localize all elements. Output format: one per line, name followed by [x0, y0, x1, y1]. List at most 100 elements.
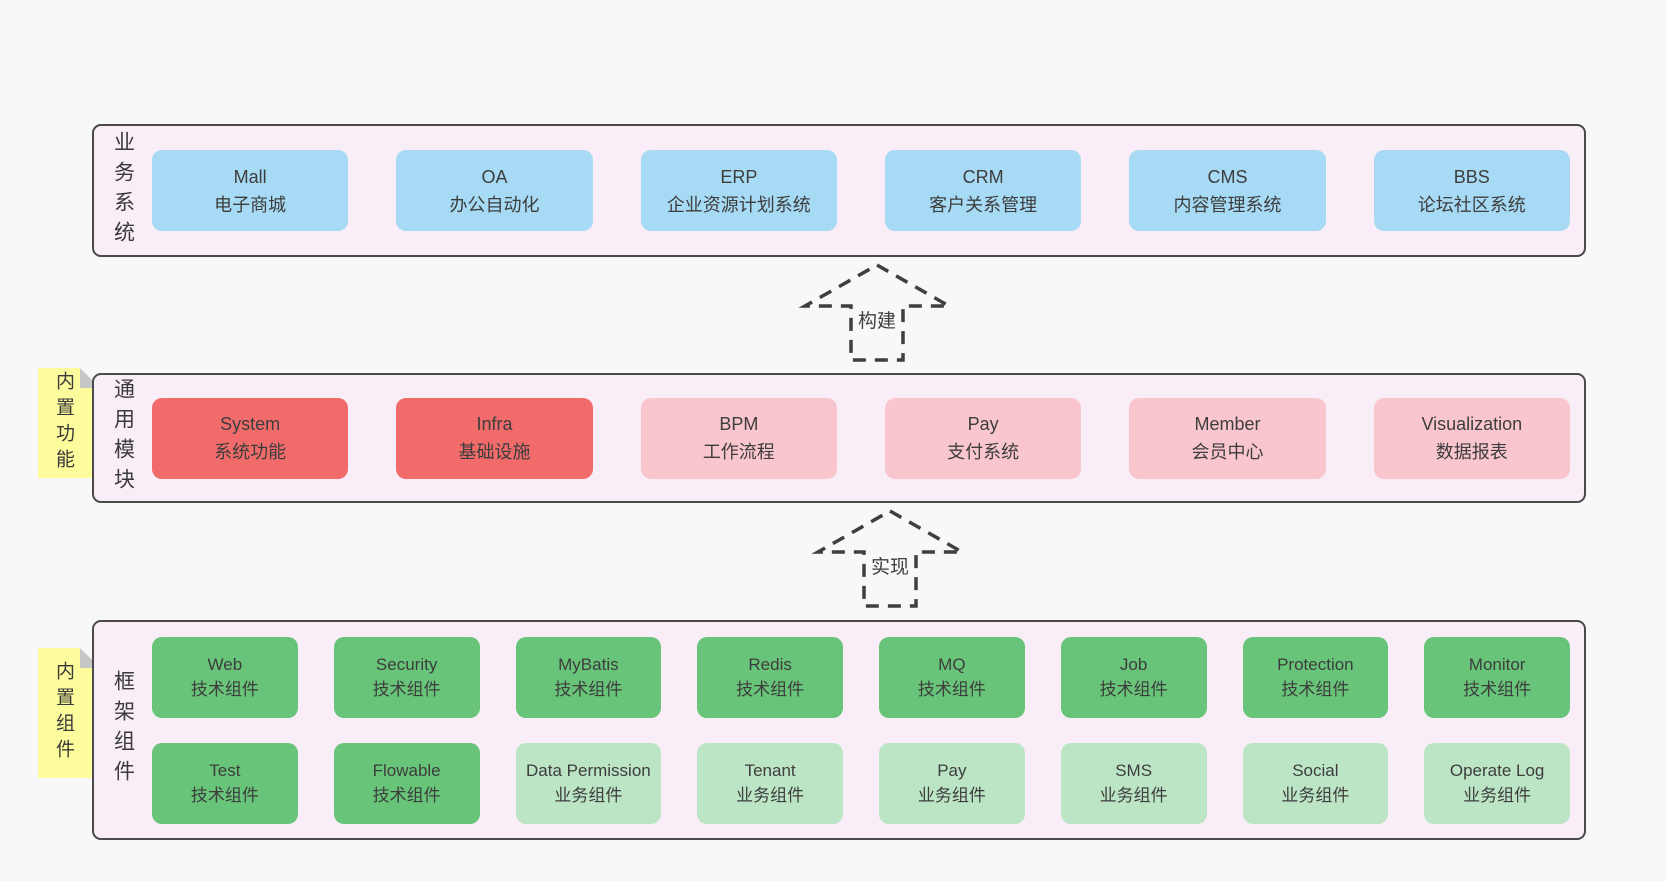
component-box: Redis 技术组件 [697, 636, 843, 718]
component-desc: 技术组件 [736, 680, 805, 699]
component-desc: 技术组件 [1463, 680, 1532, 699]
component-name: MyBatis [558, 655, 619, 674]
component-desc: 工作流程 [702, 442, 775, 462]
component-name: BBS [1453, 166, 1490, 187]
component-name: CMS [1207, 166, 1248, 187]
box-row: Web 技术组件 Security 技术组件 MyBatis 技术组件 Redi… [152, 636, 1570, 718]
component-name: Redis [748, 655, 792, 674]
section-common-modules: 通用模块 System 系统功能 Infra 基础设施 BPM 工作流程 Pay… [92, 373, 1586, 503]
component-desc: 业务组件 [1281, 786, 1350, 805]
component-name: Data Permission [526, 761, 651, 780]
component-name: SMS [1115, 761, 1153, 780]
component-box: Tenant 业务组件 [697, 742, 843, 824]
component-box: CRM 客户关系管理 [884, 150, 1082, 231]
component-name: Protection [1277, 655, 1354, 674]
component-box: Data Permission 业务组件 [515, 742, 662, 824]
dashed-up-arrow-icon [811, 508, 969, 608]
arrow-label: 实现 [866, 550, 914, 581]
component-box: Flowable 技术组件 [333, 742, 480, 824]
component-name: Flowable [372, 761, 441, 780]
component-desc: 会员中心 [1191, 442, 1264, 462]
component-desc: 基础设施 [458, 442, 531, 462]
section-boxes: Web 技术组件 Security 技术组件 MyBatis 技术组件 Redi… [152, 622, 1584, 838]
component-name: Web [207, 655, 243, 674]
component-box: System 系统功能 [152, 397, 349, 479]
component-box: Infra 基础设施 [396, 397, 593, 479]
component-desc: 电子商城 [214, 194, 287, 215]
component-box: Web 技术组件 [152, 636, 298, 718]
component-box: Test 技术组件 [152, 742, 298, 824]
component-name: Member [1194, 414, 1261, 434]
component-name: Tenant [744, 761, 796, 780]
component-desc: 内容管理系统 [1173, 194, 1282, 215]
component-name: Test [209, 761, 241, 780]
component-box: Social 业务组件 [1242, 742, 1389, 824]
component-box: Visualization 数据报表 [1373, 397, 1570, 479]
section-boxes: Mall 电子商城 OA 办公自动化 ERP 企业资源计划系统 CRM 客户关系… [152, 126, 1584, 255]
section-label: 框架组件 [111, 670, 135, 790]
arrow-build-up: 构建 [797, 260, 957, 364]
component-desc: 技术组件 [917, 680, 986, 699]
component-desc: 业务组件 [917, 786, 986, 805]
component-name: Visualization [1421, 414, 1523, 434]
component-desc: 论坛社区系统 [1417, 194, 1526, 215]
component-desc: 数据报表 [1435, 442, 1508, 462]
section-boxes: System 系统功能 Infra 基础设施 BPM 工作流程 Pay 支付系统… [152, 375, 1584, 501]
component-desc: 技术组件 [372, 786, 441, 805]
component-desc: 业务组件 [1099, 786, 1168, 805]
component-box: Mall 电子商城 [152, 150, 349, 231]
component-desc: 办公自动化 [449, 194, 540, 215]
component-box: MyBatis 技术组件 [515, 636, 662, 718]
component-box: MQ 技术组件 [879, 636, 1025, 718]
component-name: Infra [476, 414, 513, 434]
component-name: MQ [938, 655, 966, 674]
component-desc: 业务组件 [554, 786, 623, 805]
component-desc: 业务组件 [736, 786, 805, 805]
component-desc: 企业资源计划系统 [666, 194, 811, 215]
component-box: CMS 内容管理系统 [1129, 150, 1326, 231]
component-box: Pay 业务组件 [879, 742, 1025, 824]
component-name: Job [1119, 655, 1148, 674]
component-desc: 业务组件 [1463, 786, 1532, 805]
sticky-note-builtin-components: 内置组件 [38, 648, 100, 778]
sticky-note-builtin-features: 内置功能 [38, 368, 100, 478]
sticky-note-label: 内置功能 [53, 371, 74, 475]
component-name: OA [481, 166, 508, 187]
component-desc: 系统功能 [214, 442, 287, 462]
component-name: Monitor [1468, 655, 1526, 674]
arrow-implement-up: 实现 [810, 506, 970, 610]
component-name: Security [375, 655, 438, 674]
component-desc: 技术组件 [1099, 680, 1168, 699]
component-name: Pay [967, 414, 999, 434]
component-desc: 技术组件 [190, 786, 259, 805]
component-name: Pay [937, 761, 967, 780]
component-desc: 技术组件 [1281, 680, 1350, 699]
component-desc: 技术组件 [554, 680, 623, 699]
component-name: BPM [719, 414, 759, 434]
section-framework-components: 框架组件 Web 技术组件 Security 技术组件 MyBatis 技术组件… [92, 620, 1586, 840]
box-row: Mall 电子商城 OA 办公自动化 ERP 企业资源计划系统 CRM 客户关系… [152, 150, 1570, 231]
component-box: ERP 企业资源计划系统 [640, 150, 837, 231]
component-desc: 客户关系管理 [929, 194, 1038, 215]
section-label-column: 框架组件 [94, 622, 152, 838]
component-box: Pay 支付系统 [884, 397, 1082, 479]
component-box: Security 技术组件 [333, 636, 480, 718]
dashed-up-arrow-icon [798, 262, 956, 362]
component-name: Social [1292, 761, 1339, 780]
component-name: System [220, 414, 281, 434]
component-box: Protection 技术组件 [1242, 636, 1389, 718]
component-desc: 技术组件 [190, 680, 259, 699]
component-box: Operate Log 业务组件 [1424, 742, 1570, 824]
component-box: SMS 业务组件 [1060, 742, 1207, 824]
component-box: Member 会员中心 [1129, 397, 1326, 479]
component-desc: 技术组件 [372, 680, 441, 699]
box-row: Test 技术组件 Flowable 技术组件 Data Permission … [152, 742, 1570, 824]
component-box: OA 办公自动化 [396, 150, 593, 231]
sticky-note-label: 内置组件 [53, 661, 74, 765]
section-label: 通用模块 [111, 378, 135, 498]
component-name: Mall [233, 166, 267, 187]
component-name: Operate Log [1449, 761, 1545, 780]
component-box: BBS 论坛社区系统 [1373, 150, 1570, 231]
section-label-column: 业务系统 [94, 126, 152, 255]
